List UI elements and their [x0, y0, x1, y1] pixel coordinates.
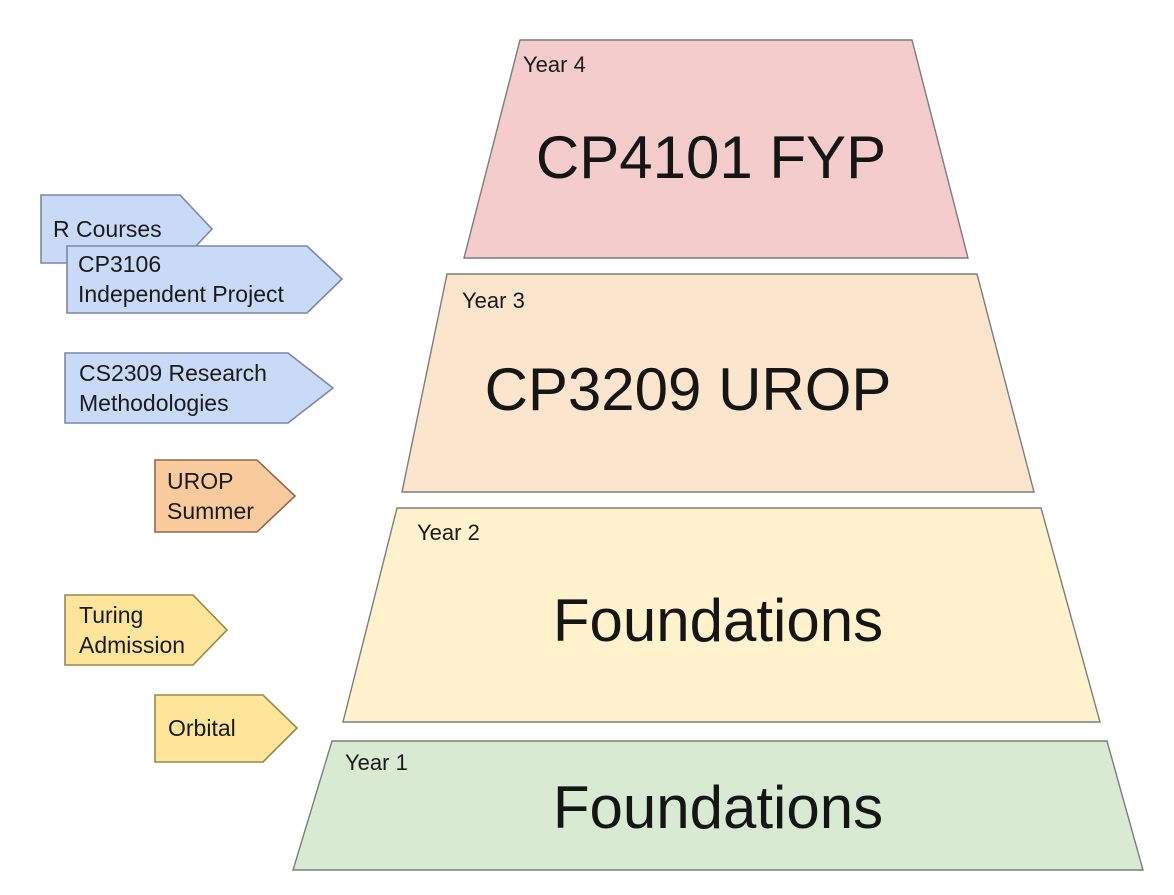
arrow-cp3106-independent-project-label: CP3106 Independent Project — [78, 249, 284, 309]
year1-label: Year 1 — [345, 750, 408, 775]
year4-label: Year 4 — [523, 52, 586, 77]
arrow-turing-admission-shape — [64, 594, 229, 666]
arrow-cs2309-research-methodologies-label: CS2309 Research Methodologies — [79, 358, 267, 418]
arrow-turing-admission-label: Turing Admission — [79, 600, 185, 660]
arrow-orbital-shape — [154, 694, 299, 763]
year2-label: Year 2 — [417, 520, 480, 545]
arrow-label-line: R Courses — [53, 216, 162, 242]
arrow-label-line: Orbital — [168, 715, 236, 741]
arrow-label-line: Independent Project — [78, 281, 284, 307]
arrow-label-line: CS2309 Research — [79, 360, 267, 386]
arrow-label-line: Summer — [167, 498, 254, 524]
year3-label: Year 3 — [462, 288, 525, 313]
arrow-urop-summer-label: UROP Summer — [167, 466, 254, 526]
year3-title: CP3209 UROP — [484, 356, 892, 423]
arrow-cp3106-independent-project-shape — [66, 245, 344, 314]
arrow-label-line: Turing — [79, 602, 144, 628]
arrow-label-line: CP3106 — [78, 251, 162, 277]
year1-title: Foundations — [552, 774, 884, 841]
arrow-orbital-label: Orbital — [168, 713, 236, 743]
arrow-label-line: Admission — [79, 632, 186, 658]
year4-title: CP4101 FYP — [535, 124, 887, 191]
pyramid-level-year2-shape — [342, 507, 1101, 723]
arrow-cs2309-research-methodologies-shape — [64, 352, 335, 424]
year2-title: Foundations — [552, 587, 884, 654]
pyramid-level-year3-shape — [401, 273, 1035, 493]
arrow-urop-summer-shape — [154, 459, 297, 533]
arrow-label-line: UROP — [167, 468, 234, 494]
pyramid-level-year1-shape — [292, 740, 1144, 871]
arrow-label-line: Methodologies — [79, 390, 229, 416]
arrow-r-courses-label: R Courses — [53, 214, 162, 244]
pyramid-level-year4-shape — [463, 39, 969, 259]
